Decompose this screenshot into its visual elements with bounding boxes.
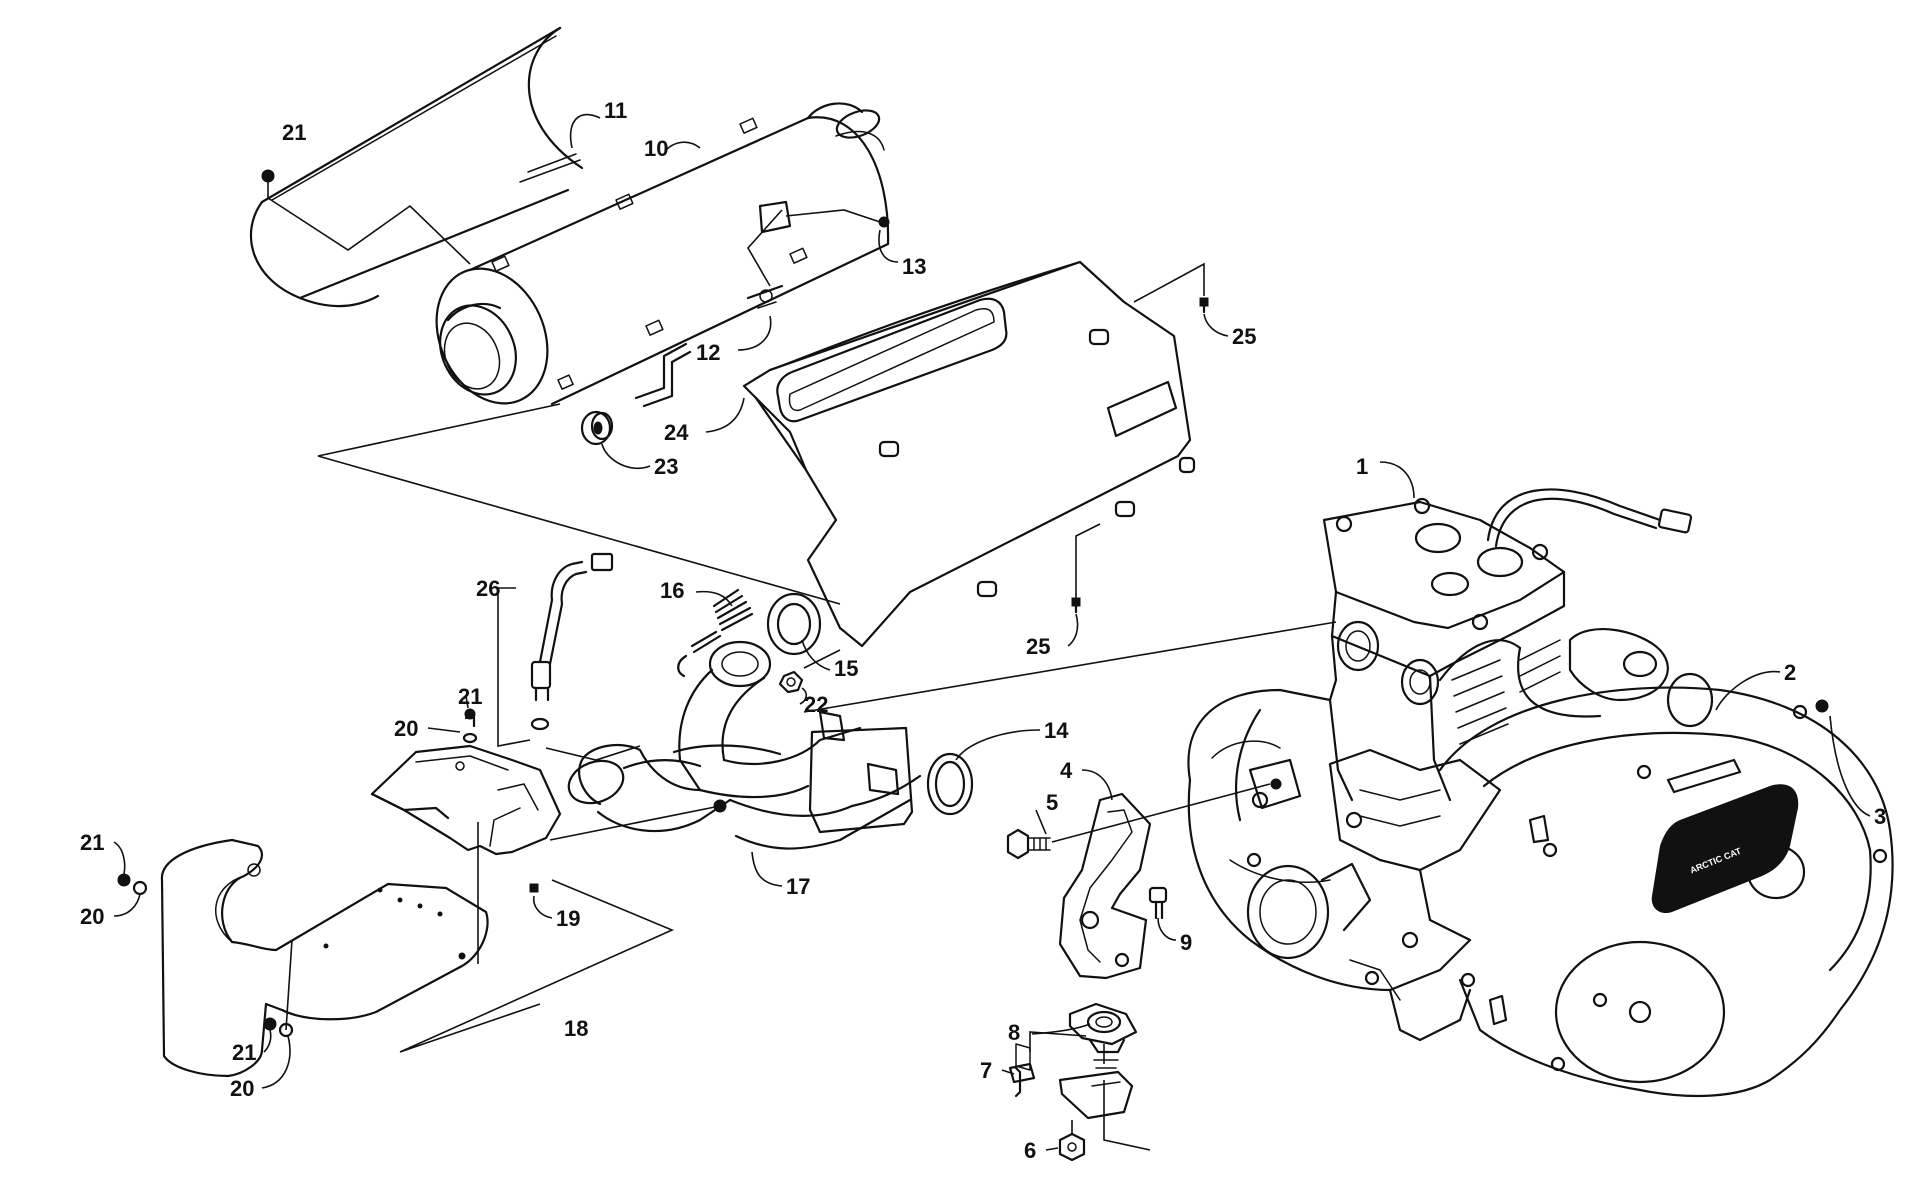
callout-15: 15 xyxy=(834,656,858,681)
callout-5: 5 xyxy=(1046,790,1058,815)
nut-13-part xyxy=(878,216,890,228)
callout-24: 24 xyxy=(664,420,689,445)
callout-20c: 20 xyxy=(230,1076,254,1101)
callout-13: 13 xyxy=(902,254,926,279)
bolt-5-part xyxy=(1006,828,1051,860)
callout-22: 22 xyxy=(804,692,828,717)
callout-labels: 1 2 3 4 5 6 7 8 9 10 11 12 13 14 15 16 1… xyxy=(80,98,1886,1163)
hanger-rod-part xyxy=(634,284,784,408)
callout-9: 9 xyxy=(1180,930,1192,955)
callout-23: 23 xyxy=(654,454,678,479)
callout-19: 19 xyxy=(556,906,580,931)
mount-plate-part xyxy=(1058,1070,1134,1120)
callout-7: 7 xyxy=(980,1058,992,1083)
callout-3: 3 xyxy=(1874,804,1886,829)
nut-6-part xyxy=(1058,1132,1086,1162)
exhaust-heat-shield-part xyxy=(742,260,1196,648)
callout-2: 2 xyxy=(1784,660,1796,685)
callout-21b: 21 xyxy=(80,830,104,855)
callout-1: 1 xyxy=(1356,454,1368,479)
callout-12: 12 xyxy=(696,340,720,365)
grommet-part xyxy=(580,410,614,446)
header-shield-part xyxy=(370,744,562,893)
nut-22-part xyxy=(778,670,804,694)
callout-10: 10 xyxy=(644,136,668,161)
callout-17: 17 xyxy=(786,874,810,899)
callout-20b: 20 xyxy=(80,904,104,929)
washer-screw-20-21-upper-part xyxy=(462,708,478,744)
leader-lines xyxy=(113,113,1871,1151)
callout-21a: 21 xyxy=(458,684,482,709)
callout-20a: 20 xyxy=(394,716,418,741)
callout-8: 8 xyxy=(1008,1020,1020,1045)
callout-14: 14 xyxy=(1044,718,1069,743)
callout-4: 4 xyxy=(1060,758,1073,783)
muffler-heat-shield-part xyxy=(249,26,584,308)
bolt-9-part xyxy=(1148,886,1168,920)
callout-25a: 25 xyxy=(1232,324,1256,349)
screw-25-part xyxy=(1071,297,1209,614)
bolt-7-part xyxy=(1008,1043,1036,1098)
lower-heat-shield-part xyxy=(160,838,489,1078)
callout-25b: 25 xyxy=(1026,634,1050,659)
exhaust-header-part xyxy=(567,640,922,850)
engine-mount-bracket-part xyxy=(1058,792,1152,980)
callout-21c: 21 xyxy=(232,1040,256,1065)
callout-26: 26 xyxy=(476,576,500,601)
callout-21d: 21 xyxy=(282,120,306,145)
mount-damper-part xyxy=(1068,1002,1138,1069)
callout-11: 11 xyxy=(604,98,627,123)
spring-part xyxy=(677,588,754,678)
callout-16: 16 xyxy=(660,578,684,603)
muffler-part xyxy=(435,102,890,406)
callout-18: 18 xyxy=(564,1016,588,1041)
oxygen-sensor-part xyxy=(530,552,614,731)
gasket-14-part xyxy=(926,752,974,816)
engine-part xyxy=(1187,488,1714,1042)
callout-6: 6 xyxy=(1024,1138,1036,1163)
cvt-cover-part: ARCTIC CAT xyxy=(1438,686,1894,1098)
gasket-15-part xyxy=(766,592,822,656)
